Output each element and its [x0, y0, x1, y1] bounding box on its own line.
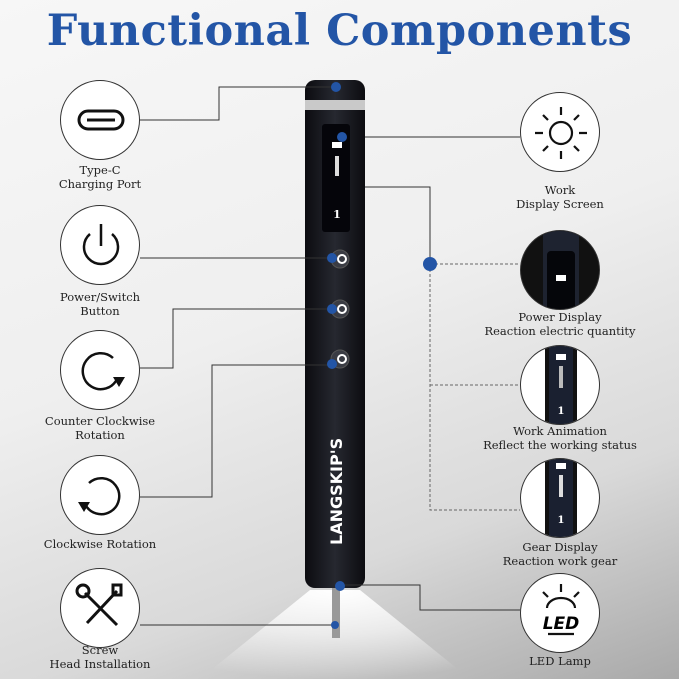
label-led-lamp: LED Lamp	[460, 654, 660, 669]
text-line: Gear Display	[522, 540, 598, 554]
usb-c-icon	[60, 80, 140, 160]
text-line: Rotation	[75, 427, 125, 442]
gear-display-photo: 1	[520, 458, 600, 538]
connector-lines	[140, 86, 520, 626]
text-line: 1	[558, 515, 565, 526]
connector-dots	[327, 82, 437, 629]
page-title: Functional Components	[46, 6, 633, 56]
text-line: Counter Clockwise	[44, 414, 156, 428]
power-icon	[60, 205, 140, 285]
text-line: Power Display	[518, 310, 602, 324]
label-clockwise: Clockwise Rotation	[0, 537, 200, 552]
text-line: Type-C	[79, 163, 121, 177]
brand-logo: LANGSKIP'S	[327, 438, 346, 545]
text-line: Screw	[81, 643, 119, 657]
text-line: 1	[558, 406, 565, 417]
counter-clockwise-icon	[60, 330, 140, 410]
text-line: Reaction electric quantity	[484, 323, 636, 338]
text-line: Work Animation	[513, 424, 607, 438]
text-line: Display Screen	[516, 196, 604, 211]
text-line: Charging Port	[58, 176, 142, 191]
text-line: Reflect the working status	[483, 437, 637, 452]
sun-icon	[520, 92, 600, 172]
text-line: LED	[543, 614, 580, 634]
text-line: Head Installation	[49, 656, 151, 671]
work-animation-photo: 1	[520, 345, 600, 425]
text-line: Clockwise Rotation	[43, 537, 157, 551]
text-line: Work	[544, 183, 576, 197]
text-line: Button	[80, 303, 120, 318]
screwdriver-wrench-icon	[60, 568, 140, 648]
dashed-lines	[429, 263, 520, 511]
gear-number: 1	[333, 208, 341, 221]
text-line: Reaction work gear	[502, 553, 618, 568]
text-line: LED Lamp	[529, 654, 591, 668]
clockwise-icon	[60, 455, 140, 535]
text-line: Power/Switch	[59, 290, 141, 304]
battery-display-photo	[520, 230, 600, 310]
led-icon: LED	[520, 573, 600, 653]
screwdriver-pen: 1 LANGSKIP'S	[305, 80, 365, 638]
